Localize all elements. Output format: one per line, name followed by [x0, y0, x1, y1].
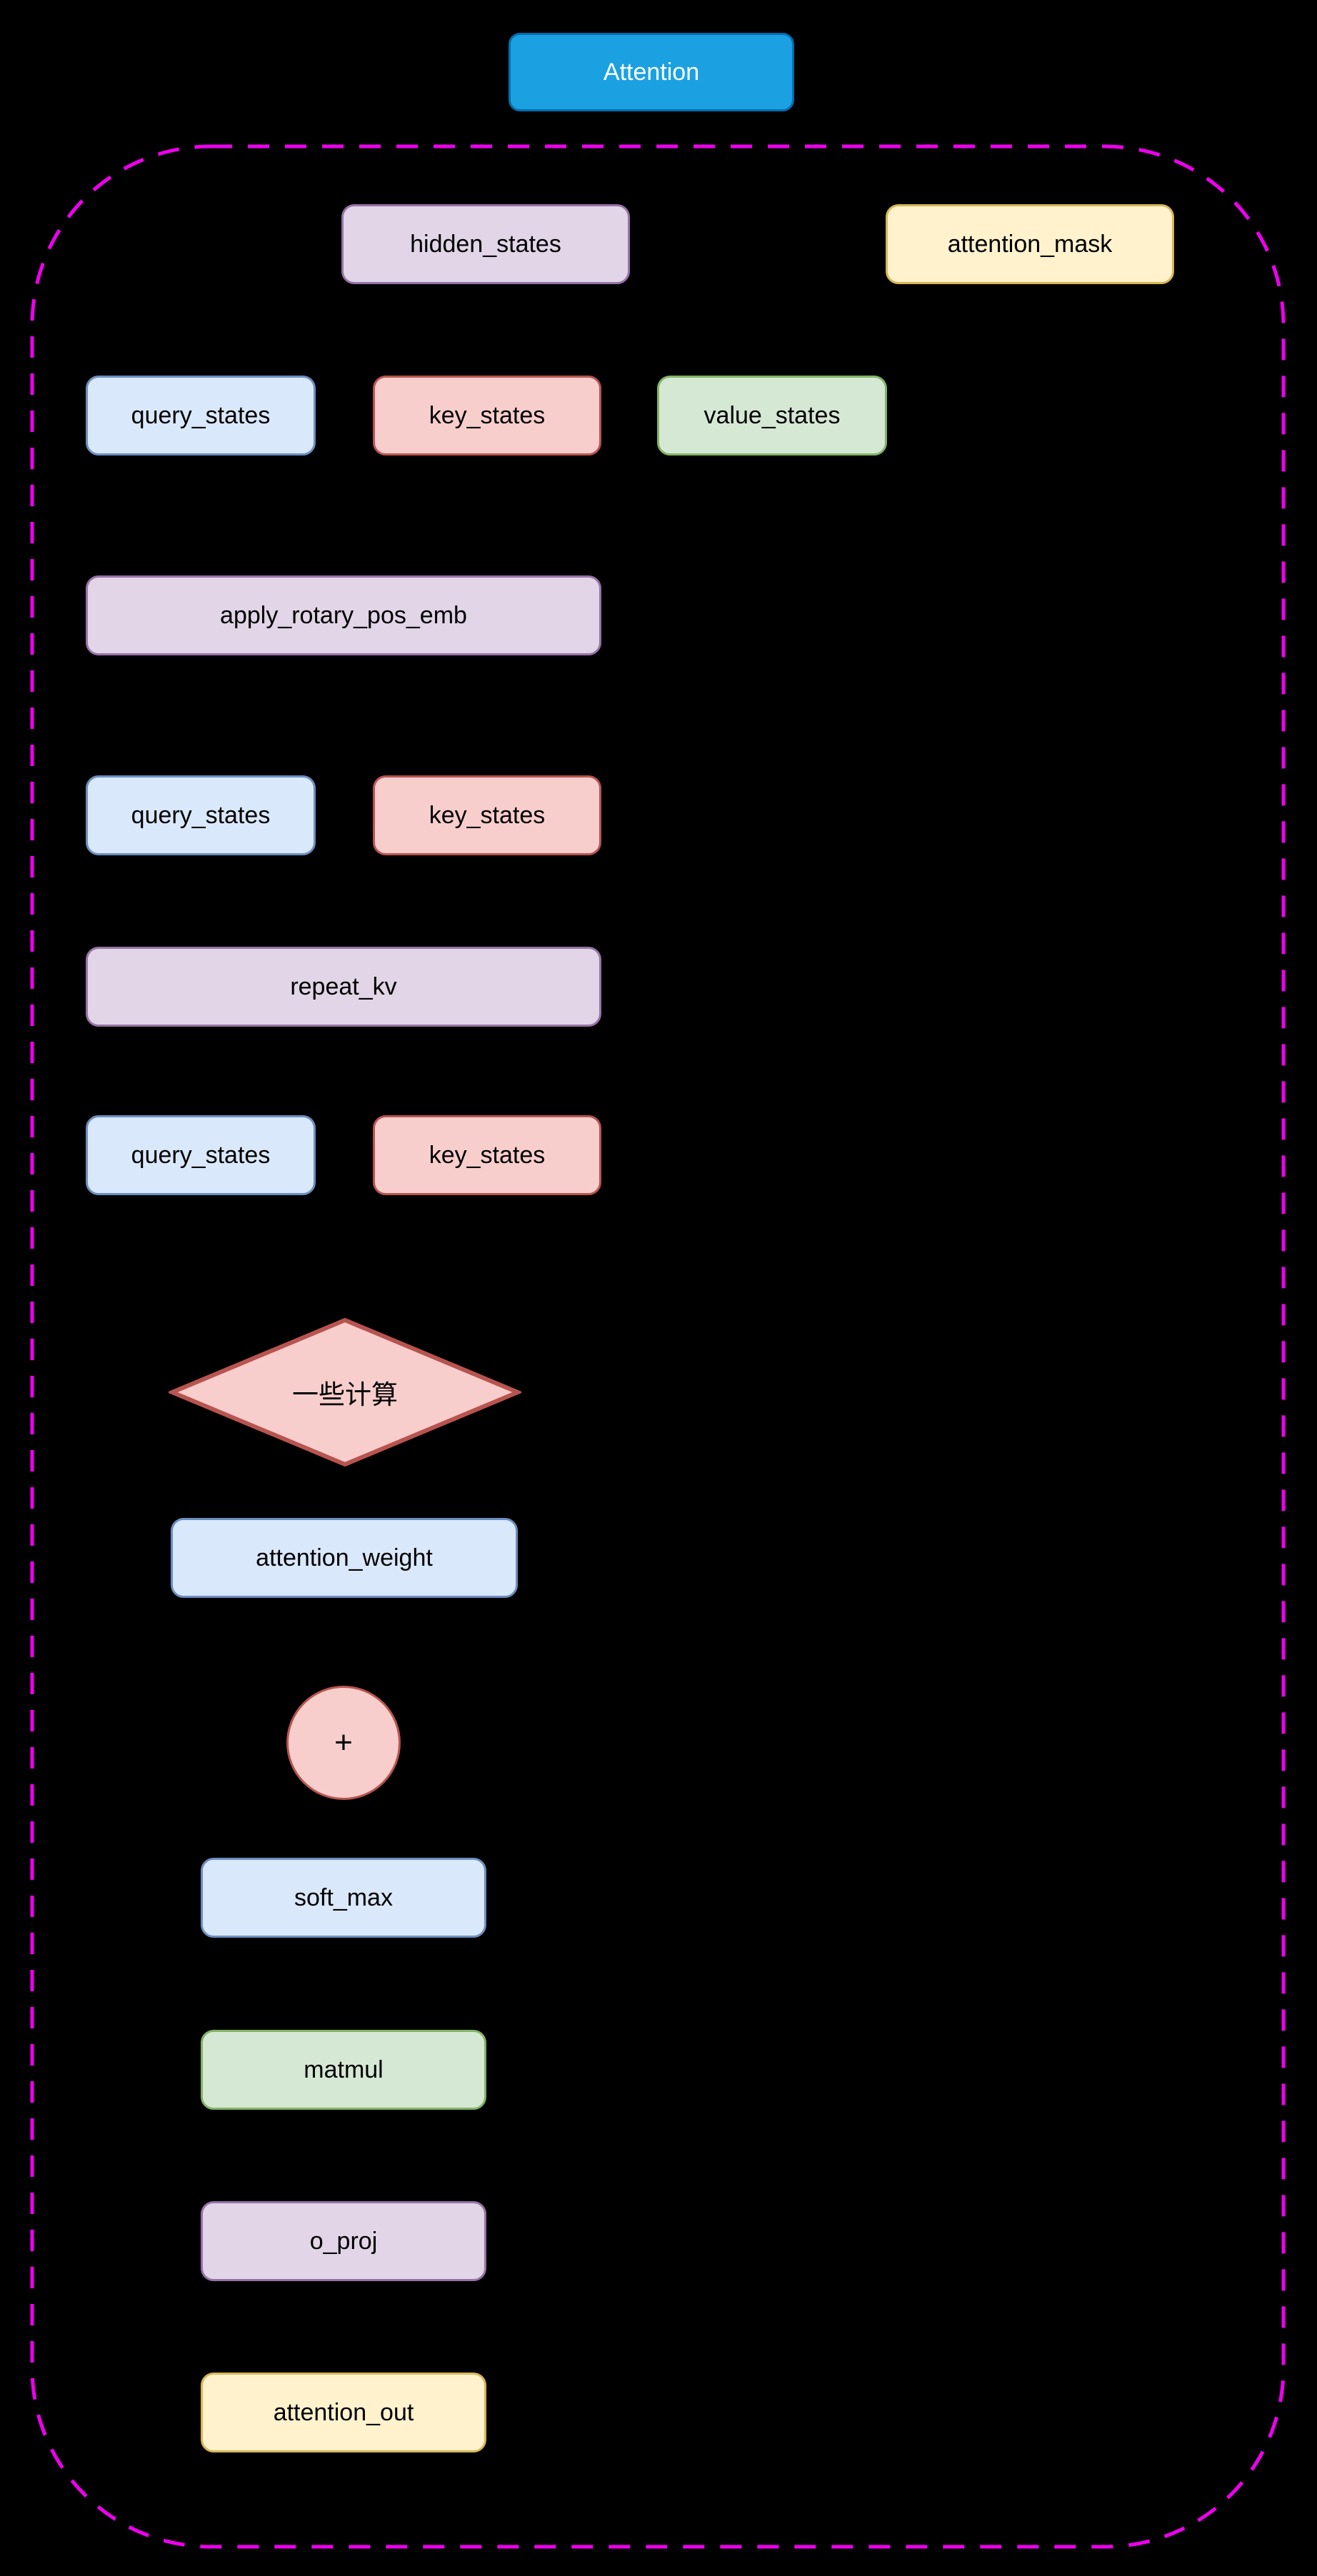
key-states-node-3: key_states [373, 1115, 601, 1195]
plus-operator-node: + [286, 1686, 401, 1800]
attention-mask-node: attention_mask [886, 204, 1174, 284]
query-states-node-3: query_states [86, 1115, 316, 1195]
key-states-node-2: key_states [373, 775, 601, 855]
value-states-node: value_states [657, 376, 887, 456]
query-states-node-2: query_states [86, 775, 316, 855]
key-states-label-1: key_states [429, 401, 546, 429]
soft-max-label: soft_max [294, 1883, 393, 1911]
query-states-label-1: query_states [131, 401, 271, 429]
key-states-node-1: key_states [373, 376, 601, 456]
some-computation-label: 一些计算 [292, 1380, 398, 1409]
attention-weight-label: attention_weight [256, 1544, 433, 1571]
decision-diamond-shape [169, 1318, 521, 1466]
repeat-kv-label: repeat_kv [290, 972, 397, 1000]
apply-rotary-pos-emb-label: apply_rotary_pos_emb [220, 601, 467, 629]
repeat-kv-node: repeat_kv [86, 947, 601, 1027]
plus-operator-label: + [334, 1725, 353, 1760]
query-states-label-2: query_states [131, 801, 271, 829]
attention-out-label: attention_out [273, 2398, 414, 2426]
attention-out-node: attention_out [201, 2373, 486, 2452]
matmul-node: matmul [201, 2030, 486, 2110]
attention-weight-node: attention_weight [171, 1518, 518, 1598]
hidden-states-node: hidden_states [341, 204, 630, 284]
hidden-states-label: hidden_states [410, 230, 561, 258]
attention-title-node: Attention [509, 33, 794, 111]
query-states-node-1: query_states [86, 376, 316, 456]
matmul-label: matmul [304, 2056, 384, 2083]
attention-mask-label: attention_mask [947, 230, 1113, 258]
value-states-label: value_states [703, 401, 841, 429]
o-proj-node: o_proj [201, 2201, 486, 2281]
key-states-label-3: key_states [429, 1141, 546, 1169]
query-states-label-3: query_states [131, 1141, 271, 1169]
o-proj-label: o_proj [309, 2227, 378, 2255]
soft-max-node: soft_max [201, 1858, 486, 1938]
some-computation-decision-node: 一些计算 [169, 1318, 521, 1466]
attention-title-label: Attention [603, 58, 700, 86]
apply-rotary-pos-emb-node: apply_rotary_pos_emb [86, 575, 601, 655]
key-states-label-2: key_states [429, 801, 546, 829]
